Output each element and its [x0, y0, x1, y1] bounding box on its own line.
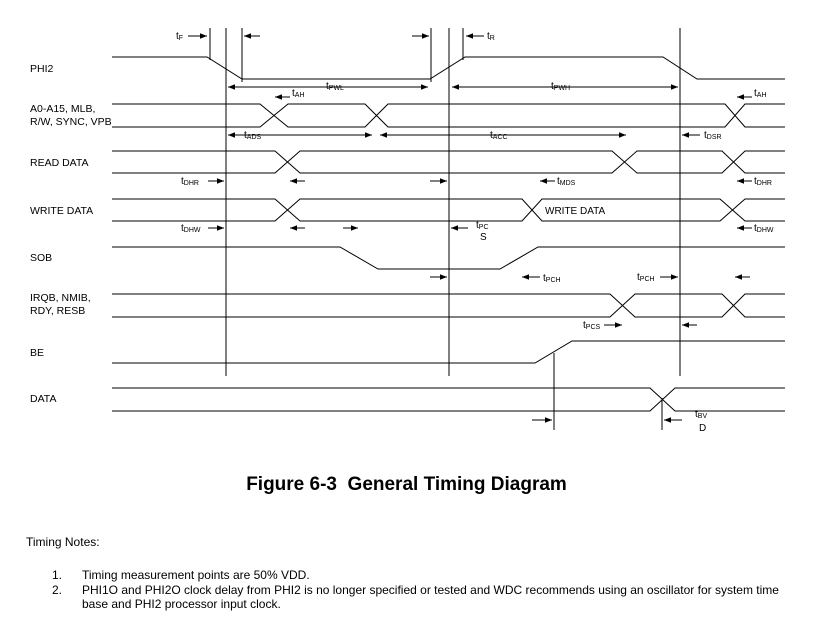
label-tmds: tMDS	[557, 176, 576, 187]
note-item: 2. PHI1O and PHI2O clock delay from PHI2…	[52, 583, 797, 612]
label-tpch-2: tPCH	[637, 272, 655, 283]
label-tah-2: tAH	[754, 88, 767, 99]
notes-title: Timing Notes:	[26, 535, 100, 549]
label-tdsr: tDSR	[704, 130, 722, 141]
label-tf: tF	[176, 31, 183, 42]
label-tdhr-2: tDHR	[754, 176, 772, 187]
signal-labels: PHI2 A0-A15, MLB, R/W, SYNC, VPB READ DA…	[30, 63, 112, 405]
label-tpwl: tPWL	[326, 81, 344, 92]
note-text: Timing measurement points are 50% VDD.	[82, 568, 310, 582]
label-tdhr-1: tDHR	[181, 176, 199, 187]
reference-lines	[209, 28, 681, 430]
waveform-be	[112, 340, 785, 364]
note-number: 2.	[52, 582, 63, 597]
label-tdhw-2: tDHW	[754, 223, 774, 234]
label-tdhw-1: tDHW	[181, 223, 201, 234]
label-tads: tADS	[244, 130, 262, 141]
label-tpcs-2: tPCS	[583, 320, 601, 331]
signal-label-irq-line-2: RDY, RESB	[30, 305, 85, 317]
signal-label-write-data: WRITE DATA	[30, 205, 93, 217]
label-tpwh: tPWH	[551, 81, 570, 92]
label-tacc: tACC	[490, 130, 508, 141]
signal-label-phi2: PHI2	[30, 63, 54, 75]
timing-notes: 1. Timing measurement points are 50% VDD…	[52, 568, 797, 612]
note-number: 1.	[52, 568, 63, 582]
waveform-address-bus	[112, 103, 785, 128]
label-tpch-1: tPCH	[543, 273, 561, 284]
waveform-write-data	[112, 198, 785, 222]
signal-label-address-line-2: R/W, SYNC, VPB	[30, 116, 112, 128]
label-tah-1: tAH	[292, 88, 305, 99]
waveform-irq	[112, 293, 785, 318]
label-tr: tR	[487, 31, 495, 42]
note-item: 1. Timing measurement points are 50% VDD…	[52, 568, 797, 583]
signal-label-data: DATA	[30, 393, 56, 405]
label-tbvd: tBV	[695, 409, 707, 420]
figure-caption: Figure 6-3 General Timing Diagram	[246, 474, 567, 495]
waveform-phi2	[112, 56, 785, 80]
signal-label-irq-line-1: IRQB, NMIB,	[30, 292, 91, 304]
write-data-text: WRITE DATA	[545, 206, 606, 217]
signal-label-address-line-1: A0-A15, MLB,	[30, 103, 95, 115]
label-tpcs-1: tPC	[476, 220, 489, 231]
waveform-data	[112, 387, 785, 412]
timing-diagram: PHI2 A0-A15, MLB, R/W, SYNC, VPB READ DA…	[30, 28, 785, 434]
label-tbvd-cont: D	[699, 423, 706, 434]
signal-label-read-data: READ DATA	[30, 157, 89, 169]
waveform-sob	[112, 246, 785, 270]
waveform-read-data	[112, 150, 785, 174]
label-tpcs-1-cont: S	[480, 232, 487, 243]
signal-label-sob: SOB	[30, 252, 52, 264]
signal-label-be: BE	[30, 347, 44, 359]
note-text: PHI1O and PHI2O clock delay from PHI2 is…	[82, 582, 779, 612]
